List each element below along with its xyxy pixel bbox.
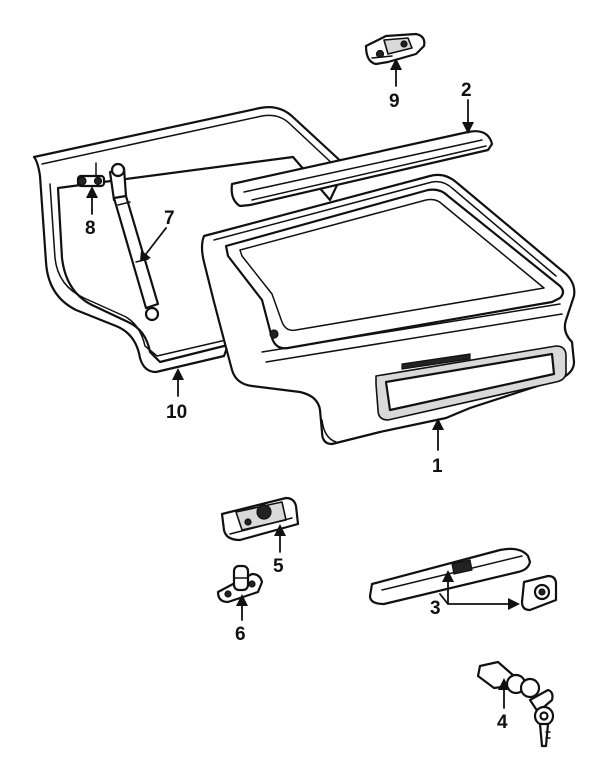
leader-6 [236,594,248,621]
callout-4: 4 [497,712,508,733]
part-latch[interactable] [220,496,300,542]
part-hinge[interactable] [364,32,426,66]
callout-6: 6 [235,624,246,645]
leader-5 [274,524,286,553]
part-hinge-bolt[interactable] [76,162,106,188]
callout-8: 8 [85,218,96,239]
part-lock-housing[interactable] [520,574,558,612]
leader-2 [462,99,474,134]
leader-9 [390,58,402,87]
leader-1 [432,418,444,451]
callout-1: 1 [432,456,443,477]
part-striker[interactable] [216,564,264,604]
callout-10: 10 [166,402,187,423]
part-spoiler[interactable] [230,130,494,208]
leader-10 [172,368,184,397]
leader-8 [86,186,98,215]
part-liftgate[interactable] [200,173,576,446]
leader-7 [140,227,167,261]
part-lock-cylinder[interactable] [476,660,554,714]
callout-9: 9 [389,91,400,112]
callout-2: 2 [461,80,472,101]
part-key[interactable] [533,705,555,748]
callout-7: 7 [164,208,175,229]
leader-3 [439,570,520,610]
callout-5: 5 [273,556,284,577]
part-gas-strut[interactable] [108,162,160,322]
callout-3: 3 [430,598,441,619]
leader-4 [498,678,510,709]
